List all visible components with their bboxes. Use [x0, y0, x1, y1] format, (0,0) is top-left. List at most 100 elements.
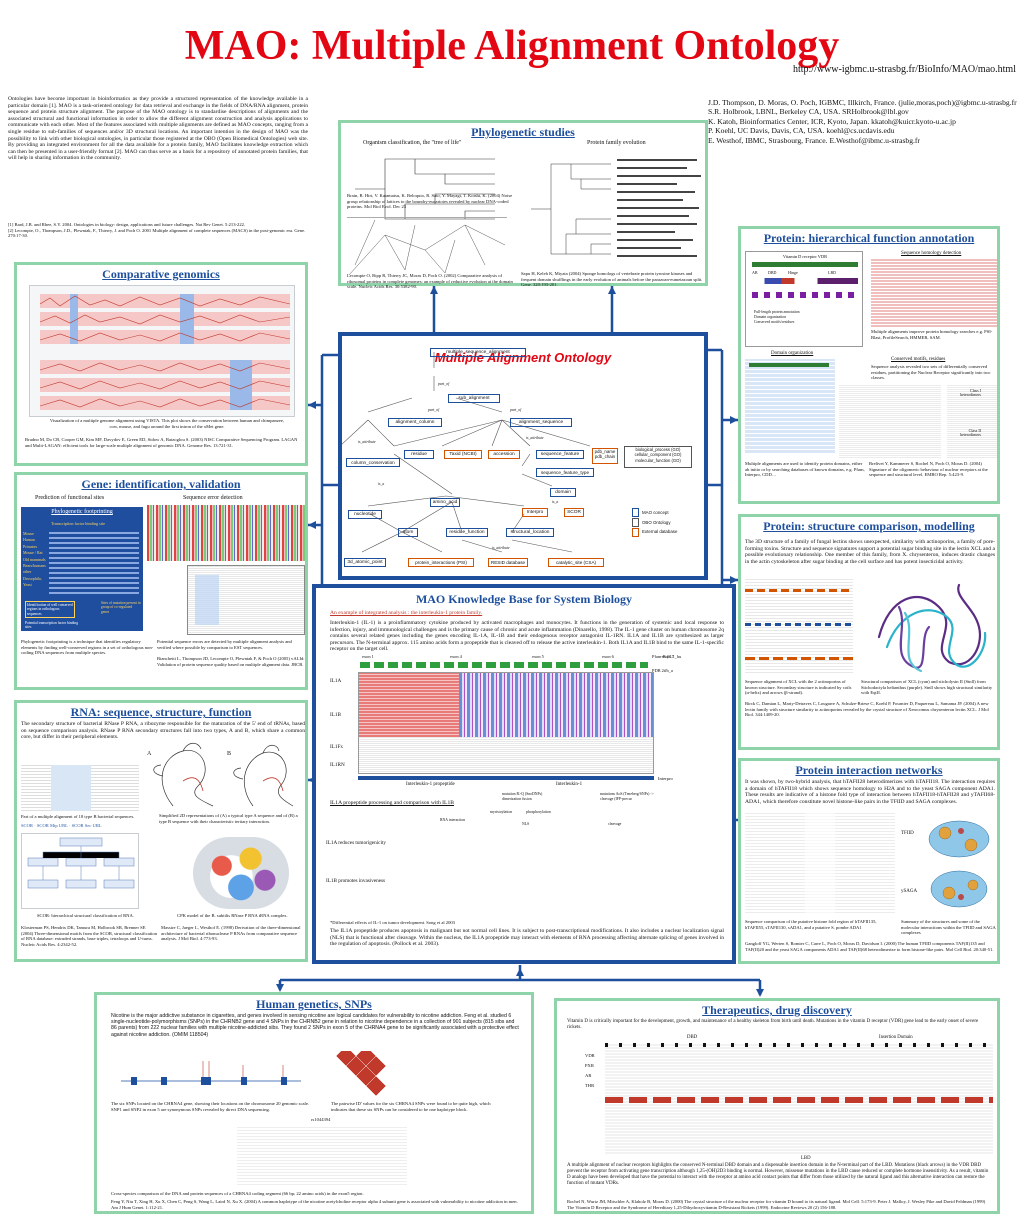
kb-exon-track — [360, 662, 648, 668]
struct-text: The 3D structure of a family of fungal l… — [745, 539, 995, 565]
node-catalytic-site[interactable]: catalytic_site (CSA) — [548, 558, 604, 567]
ontology-title: Multiple Alignment Ontology — [434, 350, 612, 365]
struct-ss-track-3 — [745, 657, 853, 660]
struct-ref: Birck C, Damian L, Marty-Detraves C, Lou… — [745, 701, 989, 717]
pinter-alignment-gap — [805, 811, 835, 915]
vdr-domain-ab: AB — [752, 270, 758, 275]
phylo-ref-b: Lecompte O, Ripp R, Thierry JC, Moras D,… — [347, 273, 513, 289]
gene-il1b: IL1B — [330, 712, 341, 718]
pinter-cap-right: Summary of the structures and some of th… — [901, 919, 996, 935]
node-resid-database[interactable]: RESID database — [488, 558, 528, 567]
author-3: K. Katoh, Bioinformatics Center, ICR, Ky… — [708, 116, 956, 126]
footprint-box-1: Identification of well conserved regions… — [25, 601, 75, 618]
kb-title: MAO Knowledge Base for System Biology — [415, 592, 633, 606]
struct-ss-track-2 — [745, 623, 853, 626]
vdr-domain-bar — [752, 278, 858, 284]
node-residue-function[interactable]: residue_function — [446, 528, 488, 537]
footprint-box-3: Sites of mutation present in group of co… — [101, 601, 141, 614]
node-interpro[interactable]: Interpro — [522, 508, 548, 517]
edge-label-is-a-1: is_a — [378, 482, 385, 486]
footprint-species-labels: Mouse Human Primates Mouse / Rat Old mam… — [23, 531, 47, 589]
footprint-box-2: Potential transcription factor binding s… — [25, 621, 78, 630]
node-nucleotide[interactable]: nucleotide — [348, 510, 382, 519]
therap-alignment-figure — [605, 1043, 993, 1155]
edge-label-is-attribute-3: is_attribute — [492, 546, 510, 550]
author-list: J.D. Thompson, D. Moras, O. Poch, IGBMC,… — [708, 98, 1020, 145]
node-alignment-sequence[interactable]: alignment_sequence — [510, 418, 572, 427]
panel-hierarchical-annotation: Protein: hierarchical function annotatio… — [738, 226, 1000, 504]
node-taxid[interactable]: Taxid (NCBI) — [444, 450, 482, 459]
node-structural-location[interactable]: structural_location — [506, 528, 554, 537]
pinter-cap-left: Sequence comparison of the putative hist… — [745, 919, 877, 930]
footprint-legend: Transcription factor binding site — [51, 521, 105, 526]
gene-il1a: IL1A — [330, 678, 342, 684]
node-alignment-column[interactable]: alignment_column — [388, 418, 442, 427]
snp-ld-plot — [335, 1051, 387, 1097]
phylo-ref-a: Brain, B. Hirt, V. Katamatsu, K. Beloqui… — [347, 193, 513, 209]
intro-refs: [1] Bard, J.B. and Rhee, S.Y. 2004. Onto… — [8, 222, 308, 239]
node-3d-atomic-point[interactable]: 3d_atomic_point — [344, 558, 386, 567]
rna-alignment-figure — [21, 763, 139, 813]
node-domain[interactable]: domain — [550, 488, 576, 497]
hier-domain-org: Domain organization — [771, 351, 814, 356]
poster-title: MAO: Multiple Alignment Ontology — [184, 23, 840, 69]
edge-label-part-of-1: part_of — [438, 382, 450, 386]
pinter-alignment-figure — [745, 811, 895, 915]
kb-pfam-label: Pfam-B (IL1_hu — [652, 654, 682, 659]
pinter-title: Protein interaction networks — [795, 763, 943, 777]
vdr-motif-bar — [752, 292, 858, 298]
panel-human-genetics: Human genetics, SNPs Nicotine is the maj… — [94, 992, 534, 1214]
gene-il1fx: IL1Fx — [330, 744, 343, 750]
hier-domain-cap: Multiple alignments are used to identify… — [745, 461, 865, 477]
vdr-legend-c: Conserved motifs/residues — [754, 319, 795, 324]
therap-insertion: Insertion Domain — [879, 1035, 913, 1040]
therap-title: Therapeutics, drug discovery — [702, 1003, 852, 1017]
node-column-conservation[interactable]: column_conservation — [346, 458, 400, 467]
panel-rna: RNA: sequence, structure, function The s… — [14, 700, 308, 962]
author-1: J.D. Thompson, D. Moras, O. Poch, IGBMC,… — [708, 98, 1017, 107]
footprint-label-2: Primates — [23, 543, 37, 549]
node-pdb[interactable]: pdb_name pdb_chain — [592, 448, 618, 464]
therap-text-top: Vitamin D is critically important for th… — [567, 1019, 979, 1030]
node-sub-alignment[interactable]: sub_alignment — [448, 394, 500, 403]
kb-myristoylation: myristoylation — [490, 810, 513, 814]
vdr-bar — [752, 262, 858, 267]
node-accession[interactable]: accession — [488, 450, 520, 459]
snp-gene-map — [121, 1061, 301, 1085]
struct-title: Protein: structure comparison, modelling — [763, 519, 975, 533]
kb-bottom-left: Interleukin-1 propeptide — [406, 782, 455, 787]
vista-plot-svg — [39, 294, 291, 410]
hier-ref: Brelivet Y, Kammerer S, Rochel N, Poch O… — [869, 461, 988, 477]
geneid-caption-right: Potential sequence errors are detected b… — [157, 639, 292, 650]
rna-label-a: A — [147, 751, 152, 757]
snp-label-1: rs1044394 — [311, 1117, 331, 1122]
rna-alignment-block — [51, 765, 91, 811]
poster-url[interactable]: http://www-igbmc.u-strasbg.fr/BioInfo/MA… — [792, 64, 1016, 75]
edge-label-part-of-3: part_of — [510, 408, 522, 412]
therap-ref: Rochel N, Wurtz JM, Mitschler A, Klaholz… — [567, 1199, 986, 1210]
node-scor[interactable]: SCOR — [564, 508, 584, 517]
panel-comparative-genomics: Comparative genomics Visualization of a … — [14, 262, 308, 466]
node-go[interactable]: biological_process (GO) cellular_compone… — [624, 446, 692, 468]
struct-cap-left: Sequence alignment of XCL with the 2 act… — [745, 679, 852, 695]
struct-ss-track-1 — [745, 589, 853, 592]
node-protein-interactions[interactable]: protein_interactions (PSI) — [408, 558, 474, 567]
panel-ontology: Multiple Alignment Ontology multiple_seq… — [338, 332, 708, 580]
geneid-title: Gene: identification, validation — [81, 477, 241, 491]
row-vdr: VDR — [585, 1053, 595, 1058]
therap-ss-track — [605, 1097, 993, 1103]
node-sequence-feature-type[interactable]: sequence_feature_type — [536, 468, 594, 477]
hier-class2: Class II heterodimers — [960, 428, 981, 438]
node-residue[interactable]: residue — [404, 450, 434, 459]
panel-phylogenetic-studies: Phylogenetic studies Organism classifica… — [338, 120, 708, 289]
domain-org-figure — [745, 359, 835, 453]
phylo-left-label: Organism classification, the "tree of li… — [363, 140, 462, 146]
geneid-caption-left: Phylogenetic footprinting is a technique… — [21, 639, 154, 655]
kb-phosphorylation: phosphorylation — [526, 810, 551, 814]
node-msa[interactable]: multiple_sequence_alignment — [430, 348, 526, 357]
node-atom[interactable]: atom — [398, 528, 418, 537]
node-sequence-feature[interactable]: sequence_feature — [536, 450, 584, 459]
rna-label-b: B — [227, 751, 232, 757]
rna-intro: The secondary structure of bacterial RNa… — [21, 721, 305, 741]
node-amino-acid[interactable]: amino_acid — [430, 498, 460, 507]
